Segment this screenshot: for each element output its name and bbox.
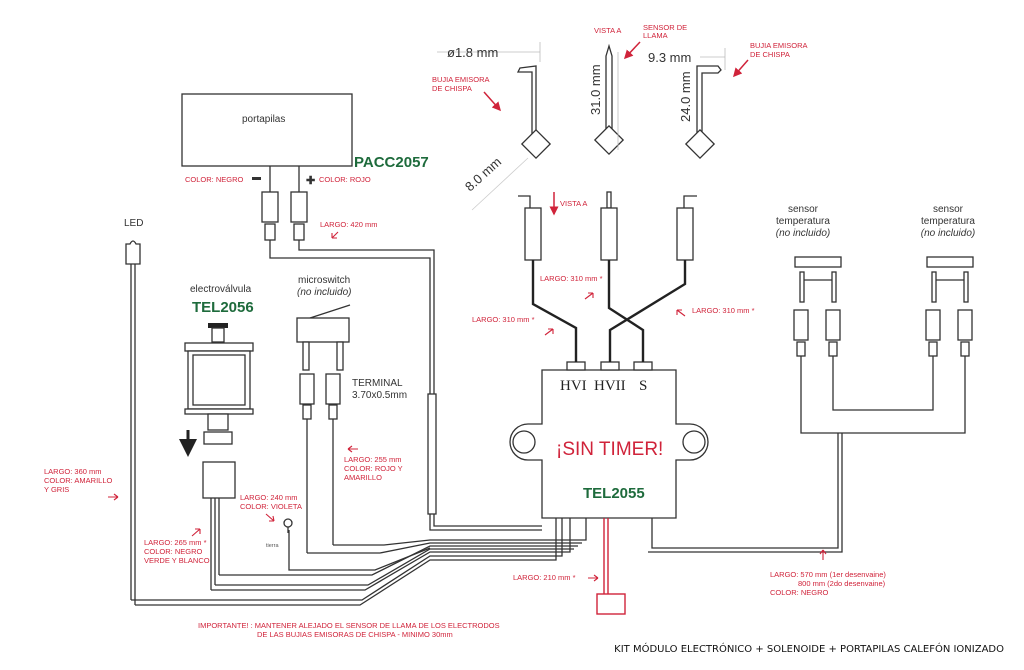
led-length-2: COLOR: AMARILLO [44,476,113,485]
valve-length-1: LARGO: 265 mm * [144,538,207,547]
hv-right-length: LARGO: 310 mm * [692,306,755,315]
label-spark-right-2: DE CHISPA [750,50,790,59]
kit-title: KIT MÓDULO ELECTRÓNICO + SOLENOIDE + POR… [614,642,1004,655]
led-label: LED [124,218,143,229]
microswitch-label: microswitch [298,275,350,286]
important-note-2: DE LAS BUJIAS EMISORAS DE CHISPA - MINIM… [257,630,453,639]
temp-sensor-2-note: (no incluido) [921,228,975,239]
spark-electrode-right [684,48,726,160]
arrow-hv-right [676,309,686,317]
battery-pos-color: COLOR: ROJO [319,175,371,184]
arrow-led-length [108,493,119,501]
hv-middle-length: LARGO: 310 mm * [540,274,603,283]
important-note-1: IMPORTANTE! : MANTENER ALEJADO EL SENSOR… [198,621,500,630]
arrow-hv-left [544,328,554,336]
power-length: LARGO: 210 mm * [513,573,576,582]
arrow-power-length [588,574,599,582]
arrow-ground [265,513,275,522]
dim-spark-width: 9.3 mm [648,50,691,65]
arrow-spark-right [733,59,749,78]
valve-length-3: VERDE Y BLANCO [144,556,210,565]
valve-label: electroválvula [190,284,252,295]
ground-length-1: LARGO: 240 mm [240,493,298,502]
wire-harness [131,240,587,606]
temp-sensor-2-line2: temperatura [921,216,975,227]
label-view-a-lower: VISTA A [560,199,587,208]
label-spark-left-2: DE CHISPA [432,84,472,93]
solenoid-valve [184,323,254,590]
dim-side: 8.0 mm [462,154,504,194]
led-length-3: Y GRIS [44,485,69,494]
temp-sensor-2-line1: sensor [933,204,964,215]
arrow-battery-length [331,231,339,239]
flame-sensor-electrode [593,43,625,156]
battery-neg-color: COLOR: NEGRO [185,175,244,184]
label-spark-right-1: BUJIA EMISORA [750,41,808,50]
label-view-a: VISTA A [594,26,621,35]
minus-icon [252,177,261,180]
valve-length-2: COLOR: NEGRO [144,547,203,556]
arrow-flame [623,41,641,60]
plus-icon: ✚ [306,175,315,187]
port-hvii: HVII [594,378,626,394]
control-module [509,361,709,519]
arrow-spark-left [483,91,501,112]
label-flame-1: SENSOR DE [643,23,687,32]
arrow-valve-length [191,528,201,537]
arrow-micro-length [347,445,358,453]
power-lead [596,518,626,615]
sensor-length-2: 800 mm (2do desenvaine) [798,579,886,588]
temperature-sensors [648,256,974,553]
port-hvi: HVI [560,378,587,394]
micro-length-1: LARGO: 255 mm [344,455,402,464]
valve-code: TEL2056 [192,299,254,316]
battery-length: LARGO: 420 mm [320,220,378,229]
ground-terminal [283,518,293,533]
dim-sensor-length: 31.0 mm [588,64,603,115]
hv-left-length: LARGO: 310 mm * [472,315,535,324]
ground-length-2: COLOR: VIOLETA [240,502,302,511]
no-timer-warning: ¡SIN TIMER! [556,439,663,460]
microswitch-note: (no incluido) [297,287,351,298]
dim-diameter: ø1.8 mm [447,45,498,60]
module-code: TEL2055 [583,485,645,502]
temp-sensor-1-line2: temperatura [776,216,830,227]
led [125,240,141,605]
led-length-1: LARGO: 360 mm [44,467,102,476]
microswitch [296,304,351,553]
label-spark-left-1: BUJIA EMISORA [432,75,490,84]
micro-length-3: AMARILLO [344,473,382,482]
terminal-label-2: 3.70x0.5mm [352,390,407,401]
electrode-detail: ø1.8 mm 8.0 mm BUJIA EMISORA DE CHISPA 3… [432,23,808,211]
terminal-label-1: TERMINAL [352,378,403,389]
battery-holder-code: PACC2057 [354,154,429,171]
arrow-hv-middle [584,292,594,300]
dim-spark-length: 24.0 mm [678,71,693,122]
label-flame-2: LLAMA [643,31,668,40]
port-s: S [639,378,647,394]
ground-label: tierra [266,543,279,549]
battery-holder-label: portapilas [242,114,285,125]
arrow-sensor-length [819,549,827,560]
spark-electrode-left [437,42,552,211]
micro-length-2: COLOR: ROJO Y [344,464,403,473]
sensor-length-3: COLOR: NEGRO [770,588,829,597]
temp-sensor-1-note: (no incluido) [776,228,830,239]
electrode-leads [518,191,697,362]
battery-holder [181,93,353,241]
temp-sensor-1-line1: sensor [788,204,819,215]
sensor-length-1: LARGO: 570 mm (1er desenvaine) [770,570,886,579]
